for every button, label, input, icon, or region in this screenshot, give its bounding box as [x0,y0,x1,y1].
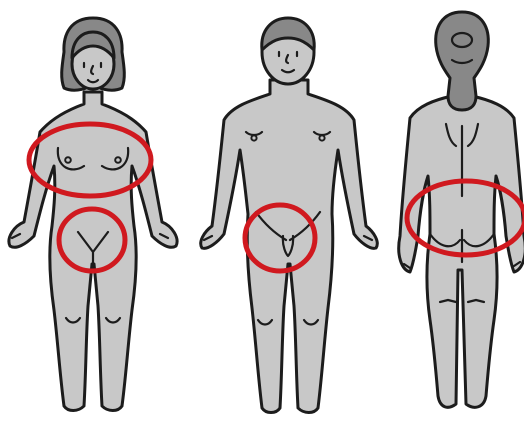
figure-female-back [399,12,524,407]
male-front-body [201,80,378,413]
figure-female-front [9,18,177,411]
figure-male-front [201,18,378,413]
female-back-hair [436,12,489,110]
